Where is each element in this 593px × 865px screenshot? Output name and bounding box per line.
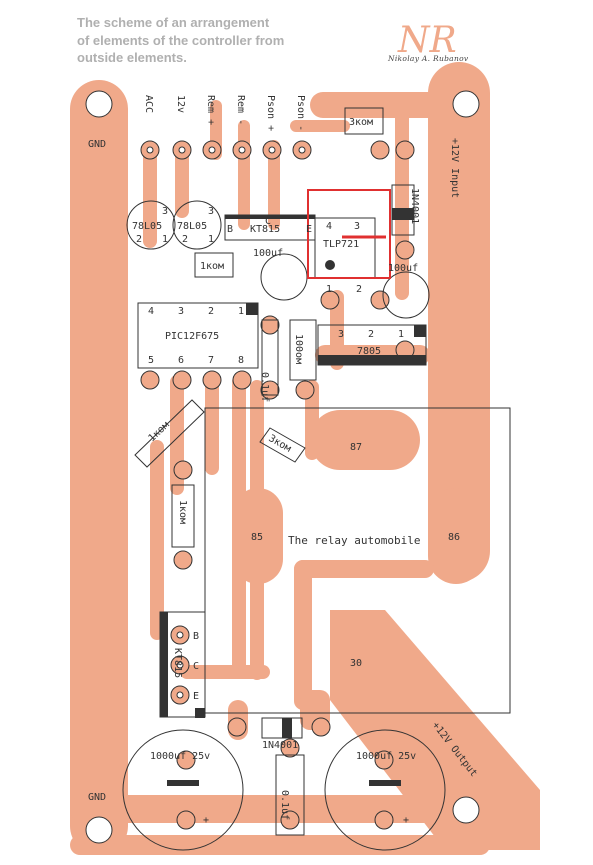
tlp-pin-1: 1 <box>326 284 332 295</box>
rem-minus-label: Rem - <box>235 95 246 125</box>
tlp-pin-2: 2 <box>356 284 362 295</box>
r-3k-diag-label: 3ком <box>267 433 293 455</box>
pic12f675-outline <box>137 302 259 369</box>
logo-mark: NR <box>397 20 457 61</box>
pic-pin-8: 8 <box>238 355 244 366</box>
r-1k-mid-label: 1ком <box>200 261 224 272</box>
pson-minus-label: Pson - <box>295 95 306 131</box>
relay-label: The relay automobile <box>288 534 420 547</box>
kt815-bottom-label: KT815 <box>172 648 183 678</box>
d-bottom-label: 1N4001 <box>262 740 298 751</box>
acc-label: ACC <box>143 95 154 113</box>
u78l05-b-pin-3: 3 <box>208 206 214 217</box>
relay-30-label: 30 <box>350 658 362 669</box>
c-big-a-plus: + <box>203 815 209 826</box>
input-rail <box>428 62 490 582</box>
r-3k-top-label: 3ком <box>349 117 373 128</box>
pic-pin-2: 2 <box>208 306 214 317</box>
u78l05-a-pin-3: 3 <box>162 206 168 217</box>
c-big-b-plus: + <box>403 815 409 826</box>
c-100uf-b-label: 100uf <box>388 263 418 274</box>
pin-c-label: C <box>193 661 199 672</box>
pic-pin-7: 7 <box>208 355 214 366</box>
r-100-label: 100ом <box>293 334 304 364</box>
pic-pin-1: 1 <box>238 306 244 317</box>
v12-label: 12v <box>175 95 186 113</box>
u78l05-b-pin-1: 1 <box>208 234 214 245</box>
c-big-a-outline <box>122 729 244 851</box>
u7805-pin-2: 2 <box>368 329 374 340</box>
c-01-b-outline <box>275 754 305 836</box>
r-100-outline <box>289 319 317 381</box>
tlp-pin-4: 4 <box>326 221 332 232</box>
kt815-top-pin-c: C <box>265 216 271 227</box>
c-big-b-label: 1000uf 25v <box>356 751 416 762</box>
u7805-pin-1: 1 <box>398 329 404 340</box>
c-big-b-outline <box>324 729 446 851</box>
highlight-box <box>307 189 391 279</box>
r-3k-diag-outline <box>259 427 306 463</box>
relay-86-label: 86 <box>448 532 460 543</box>
r-1k-mid-outline <box>194 252 234 278</box>
relay-87-label: 87 <box>350 442 362 453</box>
kt815-top-pin-b: B <box>227 224 233 235</box>
u78l05-b-pin-2: 2 <box>182 234 188 245</box>
kt815-top-pin-e: E <box>306 224 312 235</box>
pic-pin-3: 3 <box>178 306 184 317</box>
c-01-a-outline <box>261 319 279 396</box>
input-label: +12V Input <box>449 138 460 198</box>
kt815-top-label: KT815 <box>250 224 280 235</box>
gnd-top-label: GND <box>88 139 106 150</box>
u78l05-a-label: 78L05 <box>132 221 162 232</box>
c-big-a-label: 1000uf 25v <box>150 751 210 762</box>
relay-outline <box>204 407 511 714</box>
u78l05-a-pin-1: 1 <box>162 234 168 245</box>
pic-pin-4: 4 <box>148 306 154 317</box>
tlp-pin-3: 3 <box>354 221 360 232</box>
c-01-b-label: 0.1uf <box>279 790 290 820</box>
rem-plus-label: Rem + <box>205 95 216 125</box>
pic-pin-5: 5 <box>148 355 154 366</box>
pin-e-label: E <box>193 691 199 702</box>
gnd-rail <box>70 80 128 855</box>
c-100uf-a-label: 100uf <box>253 248 283 259</box>
pson-plus-label: Pson + <box>265 95 276 131</box>
d-top-label: 1N4001 <box>409 188 420 224</box>
logo-author: Nikolay A. Rubanov <box>388 54 469 63</box>
nr-logo: NR <box>397 20 457 61</box>
relay-85-label: 85 <box>251 532 263 543</box>
pin-b-label: B <box>193 631 199 642</box>
c-01-a-label: 0.1uf <box>259 372 270 402</box>
pic-label: PIC12F675 <box>165 331 219 342</box>
caption: The scheme of an arrangement of elements… <box>77 15 285 65</box>
u7805-label: 7805 <box>357 346 381 357</box>
r-1k-diag-outline <box>134 399 205 468</box>
gnd-bottom-label: GND <box>88 792 106 803</box>
tlp-label: TLP721 <box>323 239 359 250</box>
r-1k-vert-label: 1ком <box>177 500 188 524</box>
u7805-pin-3: 3 <box>338 329 344 340</box>
u78l05-b-label: 78L05 <box>177 221 207 232</box>
output-trace <box>330 610 540 850</box>
u78l05-a-pin-2: 2 <box>136 234 142 245</box>
pic-pin-6: 6 <box>178 355 184 366</box>
r-3k-top-outline <box>344 107 384 135</box>
r-1k-vert-outline <box>171 484 195 548</box>
